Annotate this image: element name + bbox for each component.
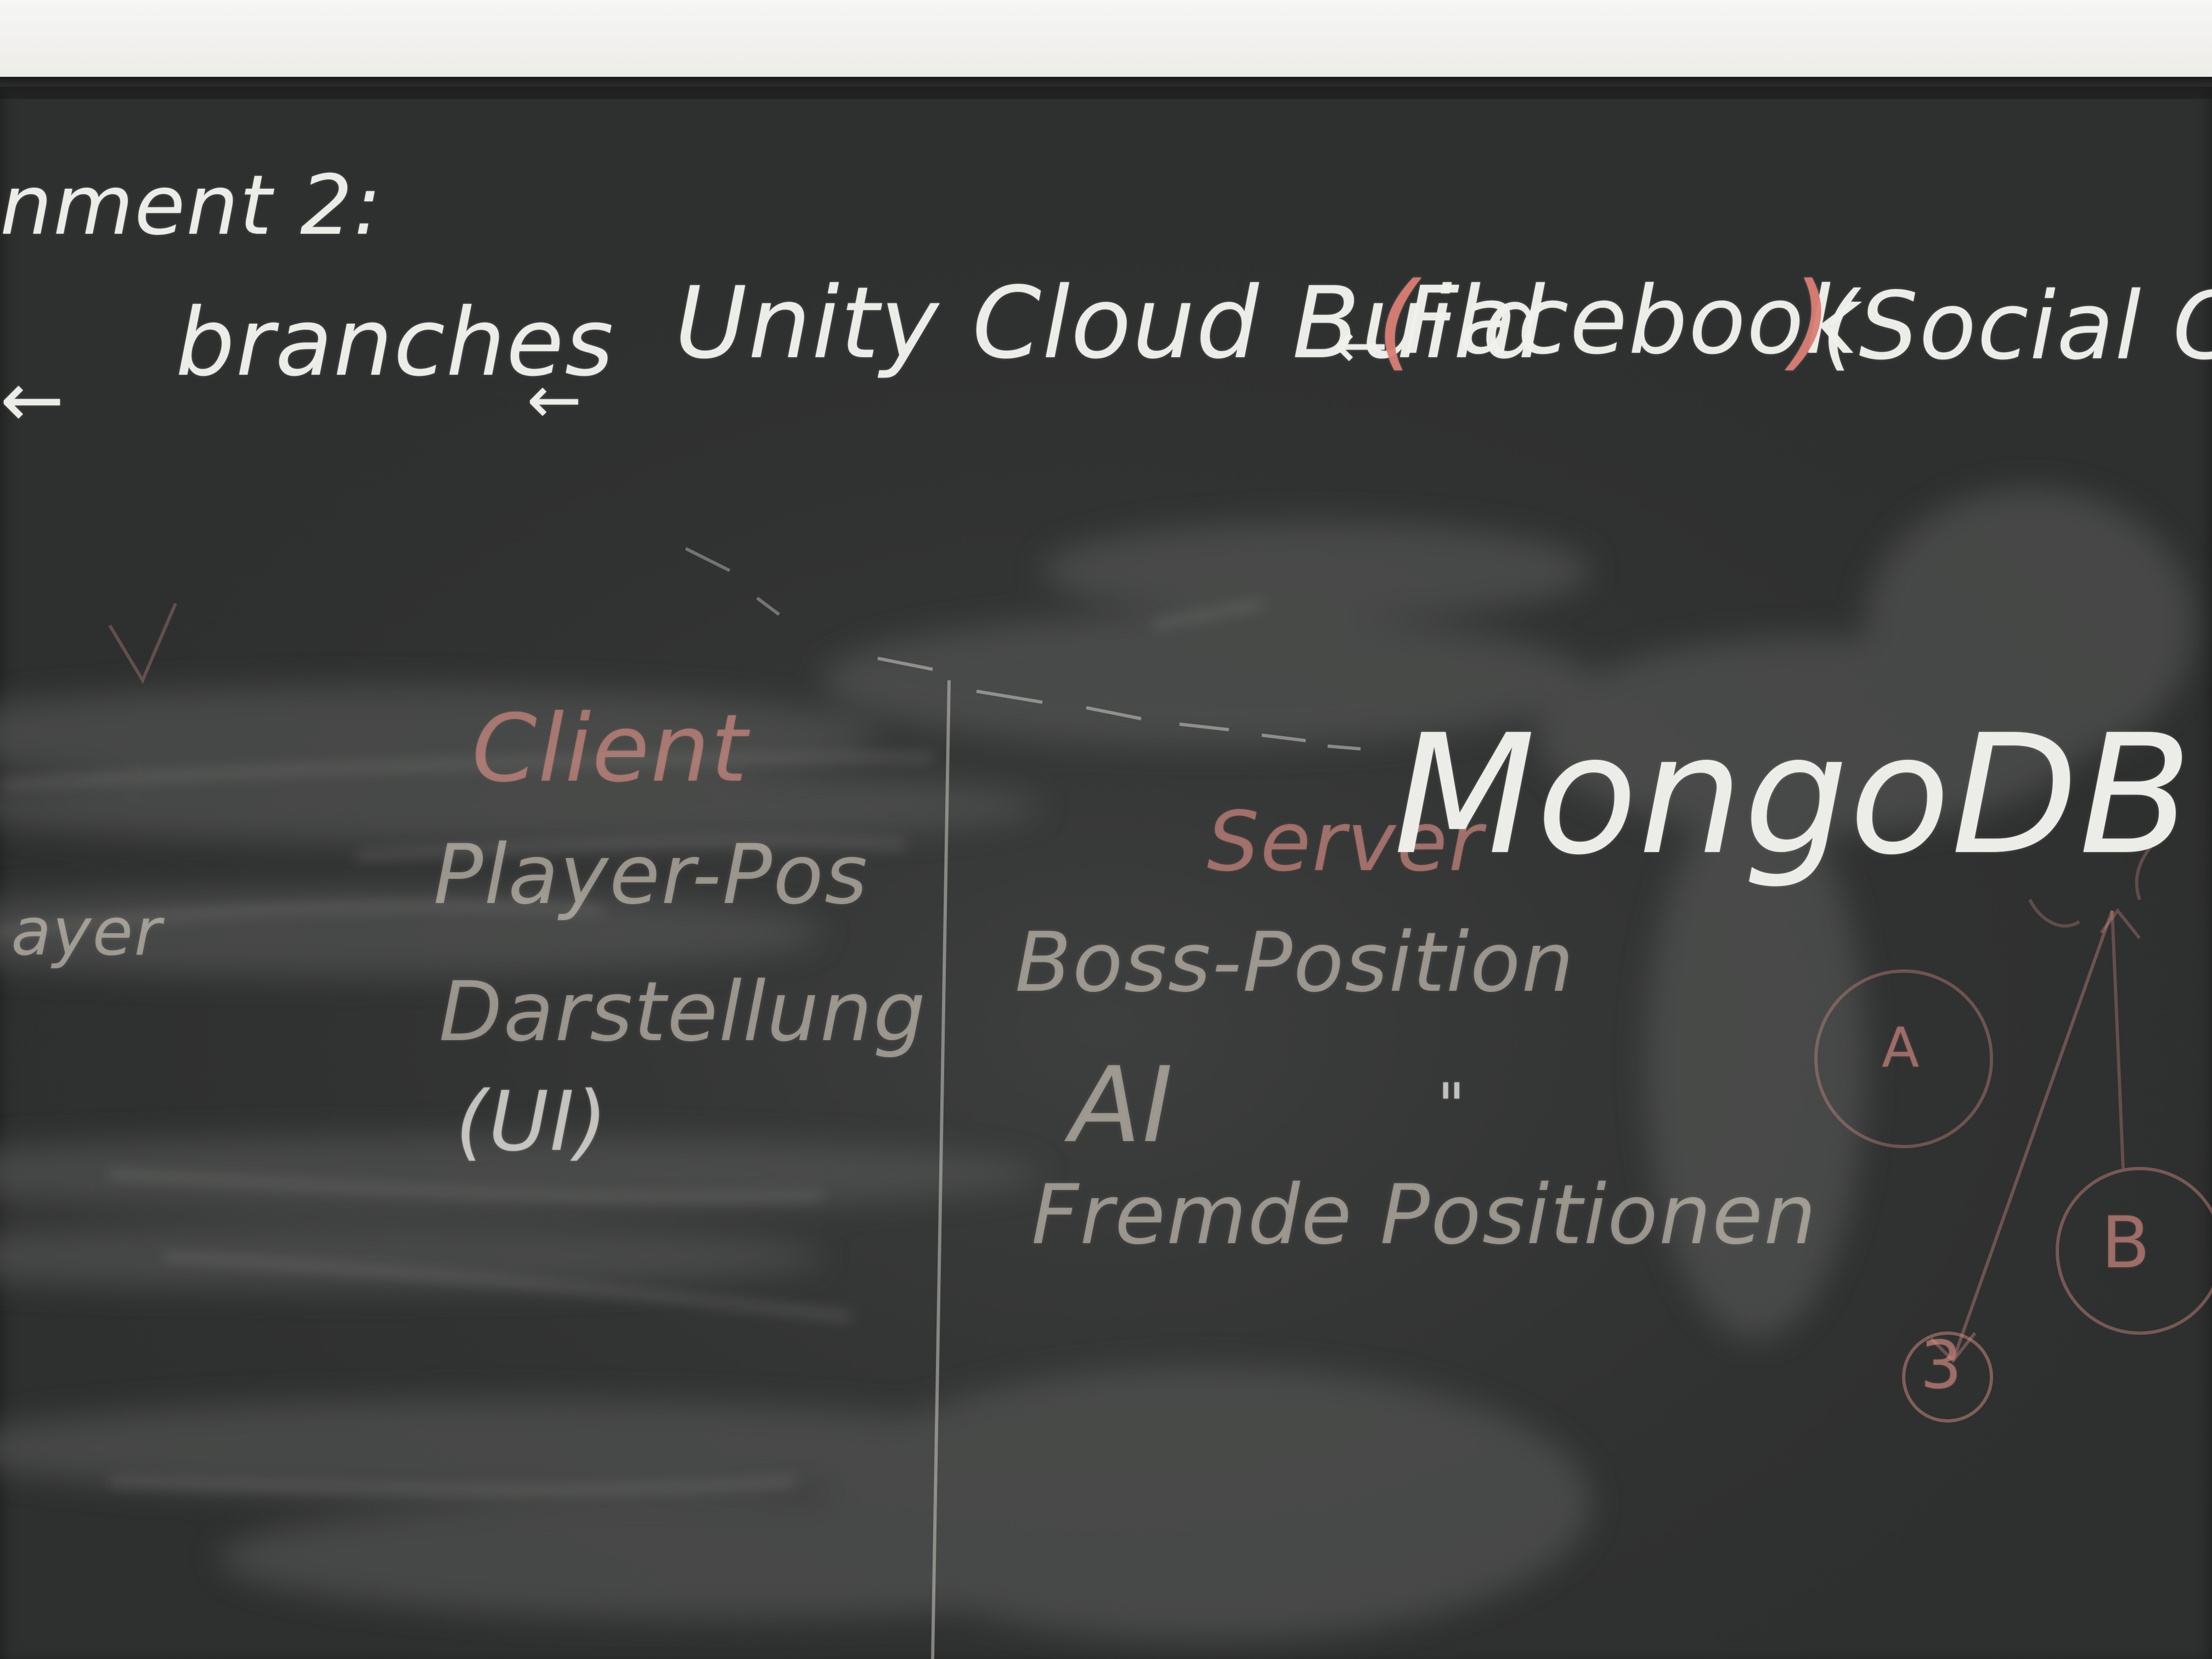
diagram-node-a-label: A xyxy=(1882,1015,1921,1080)
arrow-icon-2: ← xyxy=(1333,307,1390,383)
chalkboard: nment 2: ← branches ← Unity Cloud Build … xyxy=(0,77,2212,1659)
client-ui: (UI) xyxy=(455,1074,609,1170)
eraser-smudges xyxy=(0,77,2212,1659)
facebook-label: Facebook xyxy=(1404,267,1860,375)
column-divider xyxy=(931,680,951,1659)
client-player-pos: Player-Pos xyxy=(433,827,869,923)
server-ai: AI xyxy=(1070,1045,1175,1166)
unity-cloud-build-label: Unity Cloud Build xyxy=(675,266,1546,381)
server-fremde-positionen: Fremde Positionen xyxy=(1031,1167,1818,1263)
branches-label: branches xyxy=(176,289,615,397)
client-darstellung: Darstellung xyxy=(439,964,927,1060)
social-label: (Social Co xyxy=(1821,272,2212,381)
diagram-node-c-label: 3 xyxy=(1920,1328,1963,1404)
arrow-icon-1: ← xyxy=(527,362,583,438)
board-top-edge xyxy=(0,77,2212,87)
server-ai-ditto-mark: " xyxy=(1437,1070,1466,1141)
client-title: Client xyxy=(472,695,749,803)
diagram-node-b xyxy=(2056,1167,2212,1335)
diagram-node-b-label: B xyxy=(2101,1201,2152,1284)
server-boss-position: Boss-Position xyxy=(1015,915,1575,1011)
left-arrow-icon: ← xyxy=(0,356,66,445)
facebook-close-paren: ) xyxy=(1791,260,1833,381)
mongodb-label: MongoDB xyxy=(1393,699,2193,891)
facebook-open-paren: ( xyxy=(1377,260,1419,381)
diagram-node-c xyxy=(1902,1331,1993,1423)
left-side-label: ayer xyxy=(11,894,162,970)
wall xyxy=(0,0,2212,88)
diagram-node-a xyxy=(1814,969,1993,1148)
server-title: Server xyxy=(1207,794,1483,890)
assignment-heading: nment 2: xyxy=(0,158,383,253)
